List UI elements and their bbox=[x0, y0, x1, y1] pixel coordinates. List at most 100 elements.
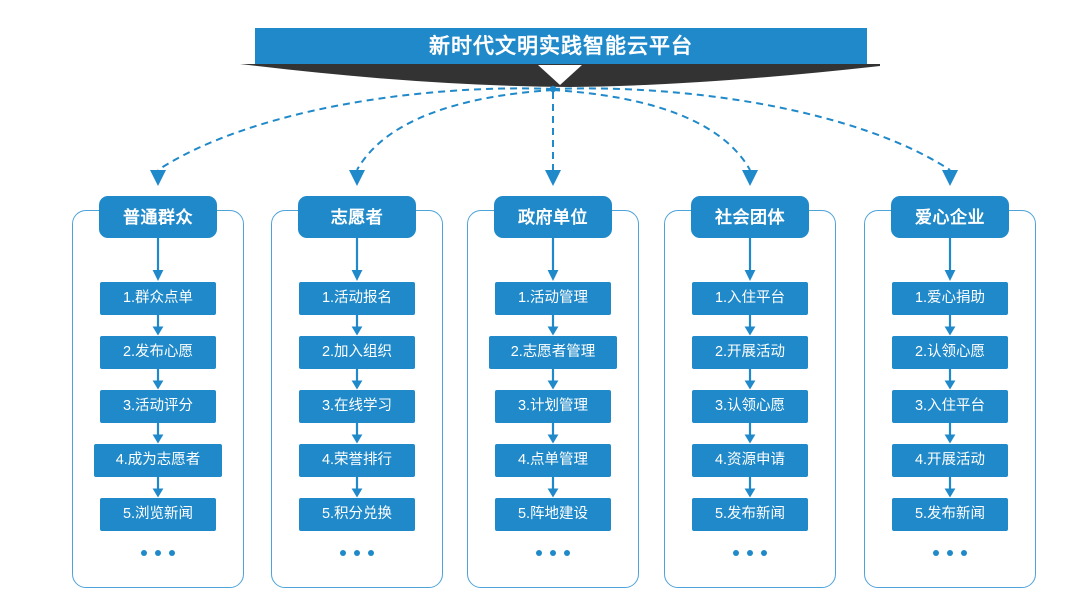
column-header-label: 政府单位 bbox=[518, 207, 588, 227]
step-item[interactable]: 5.发布新闻 bbox=[692, 498, 808, 531]
banner-bar: 新时代文明实践智能云平台 bbox=[255, 28, 867, 64]
step-item-label: 5.发布新闻 bbox=[914, 506, 986, 523]
step-item[interactable]: 1.活动报名 bbox=[299, 282, 415, 315]
ellipsis-dot bbox=[961, 550, 967, 556]
step-item-label: 2.认领心愿 bbox=[914, 344, 986, 361]
arrow-item-4-to-item-5 bbox=[852, 477, 1048, 498]
step-item[interactable]: 2.认领心愿 bbox=[892, 336, 1008, 369]
arrow-item-1-to-item-2 bbox=[852, 315, 1048, 336]
arrow-item-1-to-item-2 bbox=[259, 315, 455, 336]
column-header-label: 普通群众 bbox=[123, 207, 193, 227]
step-item-label: 3.入住平台 bbox=[914, 398, 986, 415]
step-item[interactable]: 3.在线学习 bbox=[299, 390, 415, 423]
step-item-label: 1.活动报名 bbox=[321, 290, 393, 307]
arrow-item-2-to-item-3 bbox=[60, 369, 256, 390]
step-item[interactable]: 3.活动评分 bbox=[100, 390, 216, 423]
step-item-label: 4.开展活动 bbox=[914, 452, 986, 469]
ellipsis-dot bbox=[761, 550, 767, 556]
column-header-label: 志愿者 bbox=[330, 207, 384, 227]
step-item-label: 2.加入组织 bbox=[321, 344, 393, 361]
title-banner: 新时代文明实践智能云平台 bbox=[0, 0, 1080, 100]
page-title: 新时代文明实践智能云平台 bbox=[429, 34, 693, 58]
arrow-item-4-to-item-5 bbox=[455, 477, 651, 498]
step-item-label: 3.活动评分 bbox=[122, 398, 194, 415]
column-header-social-group[interactable]: 社会团体 bbox=[691, 196, 809, 238]
step-item[interactable]: 5.浏览新闻 bbox=[100, 498, 216, 531]
arrow-item-4-to-item-5 bbox=[259, 477, 455, 498]
arrow-item-2-to-item-3 bbox=[455, 369, 651, 390]
step-item-label: 3.认领心愿 bbox=[714, 398, 786, 415]
column-header-volunteer[interactable]: 志愿者 bbox=[298, 196, 416, 238]
arrow-item-2-to-item-3 bbox=[652, 369, 848, 390]
step-item[interactable]: 2.发布心愿 bbox=[100, 336, 216, 369]
step-item[interactable]: 4.点单管理 bbox=[495, 444, 611, 477]
step-item[interactable]: 3.计划管理 bbox=[495, 390, 611, 423]
column-header-caring-enterprise[interactable]: 爱心企业 bbox=[891, 196, 1009, 238]
ellipsis-dot bbox=[155, 550, 161, 556]
step-item[interactable]: 1.爱心捐助 bbox=[892, 282, 1008, 315]
step-item[interactable]: 4.成为志愿者 bbox=[94, 444, 222, 477]
column-body: 1.活动报名 2.加入组织 3.在线学习 4.荣誉排行 5.积分兑换 bbox=[259, 238, 455, 575]
step-item[interactable]: 1.入住平台 bbox=[692, 282, 808, 315]
ellipsis-dot bbox=[747, 550, 753, 556]
step-item-label: 5.浏览新闻 bbox=[122, 506, 194, 523]
column-header-government-unit[interactable]: 政府单位 bbox=[494, 196, 612, 238]
arrow-item-2-to-item-3 bbox=[852, 369, 1048, 390]
step-item[interactable]: 5.发布新闻 bbox=[892, 498, 1008, 531]
ellipsis-dot bbox=[368, 550, 374, 556]
step-item[interactable]: 3.认领心愿 bbox=[692, 390, 808, 423]
step-item[interactable]: 1.群众点单 bbox=[100, 282, 216, 315]
step-item-label: 4.点单管理 bbox=[517, 452, 589, 469]
ellipsis-dot bbox=[169, 550, 175, 556]
arrow-header-to-item-1 bbox=[455, 238, 651, 282]
arrow-item-3-to-item-4 bbox=[455, 423, 651, 444]
step-item-label: 5.发布新闻 bbox=[714, 506, 786, 523]
more-items-ellipsis bbox=[60, 531, 256, 575]
step-item-label: 1.活动管理 bbox=[517, 290, 589, 307]
ellipsis-dot bbox=[564, 550, 570, 556]
step-item[interactable]: 5.积分兑换 bbox=[299, 498, 415, 531]
more-items-ellipsis bbox=[455, 531, 651, 575]
arrow-item-2-to-item-3 bbox=[259, 369, 455, 390]
arrow-item-3-to-item-4 bbox=[652, 423, 848, 444]
column-body: 1.爱心捐助 2.认领心愿 3.入住平台 4.开展活动 5.发布新闻 bbox=[852, 238, 1048, 575]
step-item[interactable]: 2.志愿者管理 bbox=[489, 336, 617, 369]
ellipsis-dot bbox=[550, 550, 556, 556]
arrow-header-to-item-1 bbox=[652, 238, 848, 282]
step-item[interactable]: 4.开展活动 bbox=[892, 444, 1008, 477]
arrow-item-1-to-item-2 bbox=[652, 315, 848, 336]
ellipsis-dot bbox=[733, 550, 739, 556]
column-header-ordinary-public[interactable]: 普通群众 bbox=[99, 196, 217, 238]
arrow-item-1-to-item-2 bbox=[60, 315, 256, 336]
step-item[interactable]: 2.开展活动 bbox=[692, 336, 808, 369]
column-body: 1.入住平台 2.开展活动 3.认领心愿 4.资源申请 5.发布新闻 bbox=[652, 238, 848, 575]
step-item-label: 5.阵地建设 bbox=[517, 506, 589, 523]
step-item-label: 4.成为志愿者 bbox=[115, 452, 201, 469]
column-body: 1.群众点单 2.发布心愿 3.活动评分 4.成为志愿者 5.浏览新闻 bbox=[60, 238, 256, 575]
ellipsis-dot bbox=[933, 550, 939, 556]
step-item-label: 4.资源申请 bbox=[714, 452, 786, 469]
step-item[interactable]: 3.入住平台 bbox=[892, 390, 1008, 423]
step-item-label: 2.志愿者管理 bbox=[510, 344, 596, 361]
arrow-header-to-item-1 bbox=[852, 238, 1048, 282]
ellipsis-dot bbox=[536, 550, 542, 556]
step-item-label: 4.荣誉排行 bbox=[321, 452, 393, 469]
step-item[interactable]: 1.活动管理 bbox=[495, 282, 611, 315]
banner-ribbon-shadow bbox=[240, 64, 880, 87]
step-item-label: 2.发布心愿 bbox=[122, 344, 194, 361]
step-item[interactable]: 5.阵地建设 bbox=[495, 498, 611, 531]
step-item-label: 1.群众点单 bbox=[122, 290, 194, 307]
arrow-item-3-to-item-4 bbox=[852, 423, 1048, 444]
step-item[interactable]: 4.资源申请 bbox=[692, 444, 808, 477]
step-item[interactable]: 2.加入组织 bbox=[299, 336, 415, 369]
step-item-label: 1.爱心捐助 bbox=[914, 290, 986, 307]
step-item[interactable]: 4.荣誉排行 bbox=[299, 444, 415, 477]
arrow-header-to-item-1 bbox=[60, 238, 256, 282]
step-item-label: 3.在线学习 bbox=[321, 398, 393, 415]
more-items-ellipsis bbox=[259, 531, 455, 575]
step-item-label: 2.开展活动 bbox=[714, 344, 786, 361]
more-items-ellipsis bbox=[852, 531, 1048, 575]
ellipsis-dot bbox=[354, 550, 360, 556]
arrow-item-3-to-item-4 bbox=[60, 423, 256, 444]
